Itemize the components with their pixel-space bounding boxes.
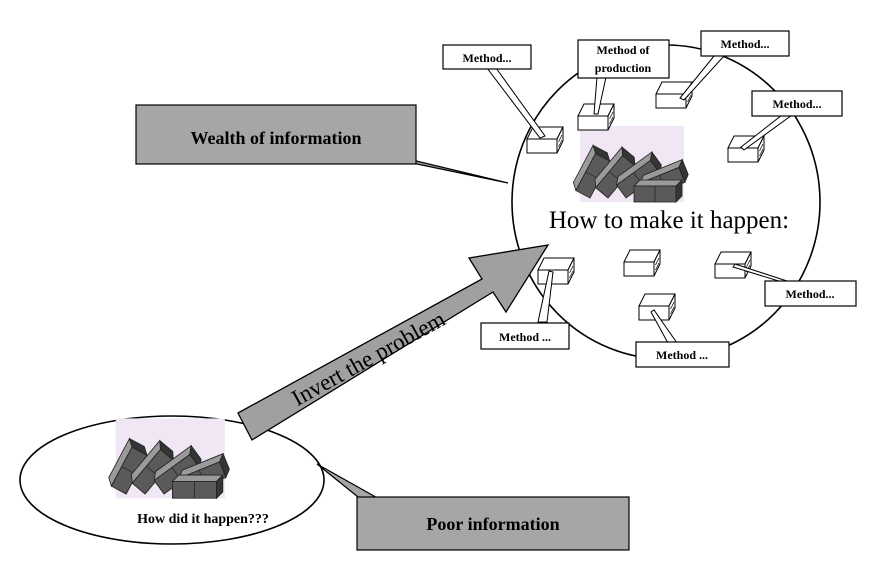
method-callout bbox=[635, 309, 730, 368]
method-callout bbox=[480, 270, 570, 350]
method-label: Method... bbox=[773, 97, 822, 111]
arrow-label: Invert the problem bbox=[287, 306, 449, 411]
poor-callout bbox=[316, 463, 630, 551]
method-callout bbox=[732, 263, 857, 307]
small-event-label: How did it happen??? bbox=[137, 512, 269, 527]
method-label: Method ... bbox=[656, 348, 708, 362]
method-label: Method ... bbox=[499, 330, 551, 344]
wealth-callout bbox=[135, 104, 509, 184]
book-icon bbox=[526, 126, 564, 154]
method-callout bbox=[679, 30, 790, 101]
method-callout bbox=[577, 39, 670, 115]
dominoes-icon-large bbox=[571, 126, 691, 202]
book-icon bbox=[537, 257, 575, 285]
method-label: production bbox=[595, 61, 652, 75]
wealth-label: Wealth of information bbox=[191, 128, 362, 148]
book-icon bbox=[714, 251, 752, 279]
circle-heading: How to make it happen: bbox=[549, 207, 789, 234]
method-label: Method... bbox=[786, 287, 835, 301]
book-icon bbox=[623, 249, 661, 277]
method-callout bbox=[442, 44, 546, 139]
method-label: Method... bbox=[721, 37, 770, 51]
method-label: Method... bbox=[463, 51, 512, 65]
dominoes-icon-small bbox=[106, 418, 232, 498]
invert-arrow bbox=[237, 244, 550, 441]
poor-label: Poor information bbox=[426, 514, 559, 534]
method-callout bbox=[740, 90, 843, 151]
method-label: Method of bbox=[597, 43, 651, 57]
